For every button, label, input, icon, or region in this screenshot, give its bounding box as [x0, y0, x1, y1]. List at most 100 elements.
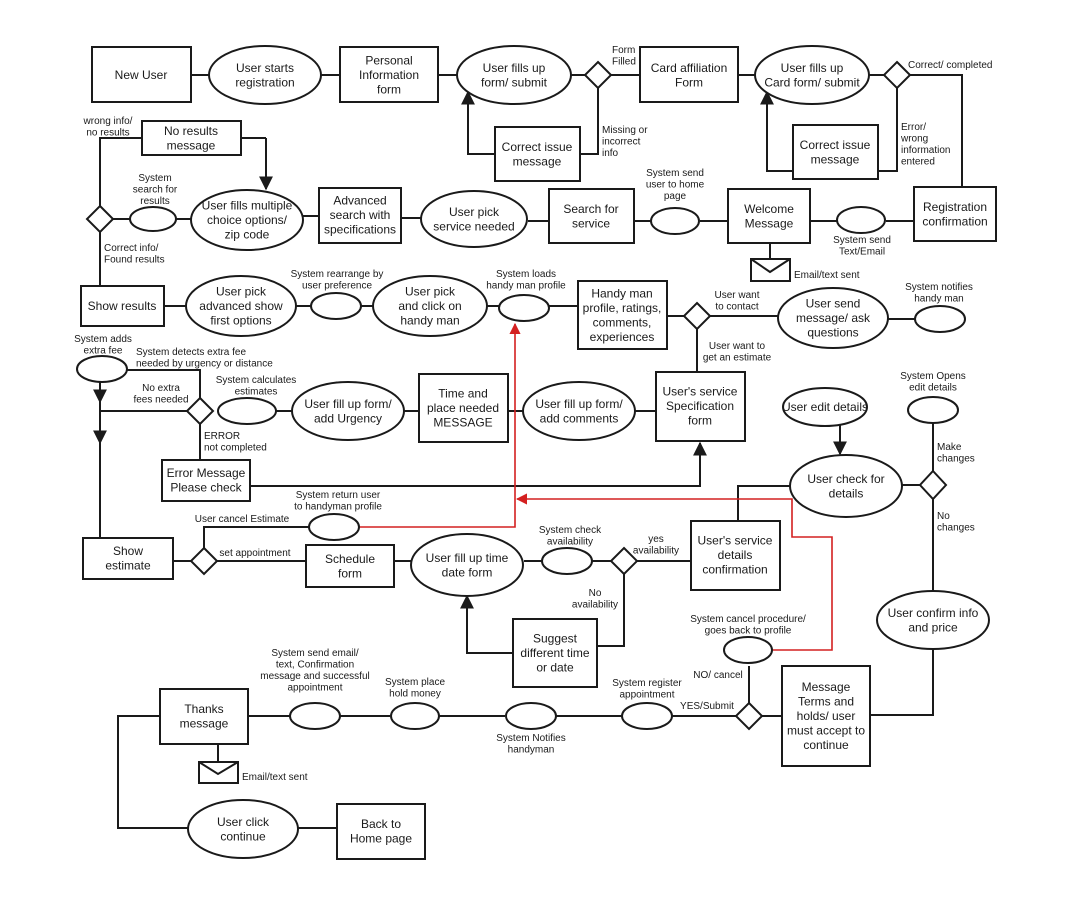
node-user-send-message — [777, 287, 889, 349]
label-set-appointment: set appointment — [219, 548, 290, 559]
connector-send-text-email — [836, 206, 886, 234]
edge-diamond2-regconf — [910, 74, 963, 187]
envelope-icon — [750, 258, 791, 282]
connector-place-hold — [390, 702, 440, 730]
node-back-home — [336, 803, 426, 860]
diamond-availability — [609, 546, 639, 576]
node-user-edit-details-label: User edit details — [782, 400, 868, 414]
node-user-check-details — [789, 454, 903, 518]
node-suggest-time-date — [512, 618, 598, 688]
node-user-fills-multiple — [190, 189, 304, 251]
label-email-text-sent-1: Email/text sent — [794, 270, 860, 281]
label-no-cancel: NO/ cancel — [693, 670, 742, 681]
diamond-search-results — [85, 204, 115, 234]
node-user-pick-service — [420, 190, 528, 248]
connector-notifies-handyman-2 — [505, 702, 557, 730]
node-show-estimate — [82, 537, 174, 580]
node-time-place-message — [418, 373, 509, 443]
connector-send-home — [650, 207, 700, 235]
node-user-fill-comments-label: User fill up form/add comments — [535, 397, 623, 426]
node-handyman-profile — [577, 280, 668, 350]
node-new-user-label: New User — [115, 68, 168, 82]
node-user-pick-handyman — [372, 275, 488, 337]
diamond-card-check — [882, 60, 912, 90]
node-user-starts-registration — [208, 45, 322, 105]
node-search-for-service — [548, 188, 635, 244]
label-system-cancel-procedure: System cancel procedure/goes back to pro… — [690, 614, 806, 637]
return-connectors — [359, 322, 833, 651]
connector-send-email — [289, 702, 341, 730]
connector-rearrange — [310, 292, 362, 320]
edge-confirminfo-msgterms — [870, 648, 934, 716]
label-user-cancel-estimate: User cancel Estimate — [195, 514, 290, 525]
node-registration-confirmation — [913, 186, 997, 242]
edge-diamond8-suggest — [597, 574, 625, 647]
connector-cancel-procedure — [723, 636, 773, 664]
node-show-results — [80, 285, 165, 327]
node-user-confirm-info — [876, 590, 990, 650]
connector-check-availability — [541, 547, 593, 575]
node-schedule-form — [305, 544, 395, 588]
node-no-results-message — [141, 120, 242, 156]
edge-correct1-fillsform — [461, 90, 495, 155]
connector-notifies-handyman — [914, 305, 966, 333]
node-new-user — [91, 46, 192, 103]
node-correct-issue-1 — [494, 126, 581, 182]
edge-diamond3-noresults — [99, 137, 142, 206]
node-card-affiliation-form — [639, 46, 739, 103]
node-correct-issue-2 — [792, 124, 879, 180]
node-user-fill-urgency-label: User fill up form/add Urgency — [304, 397, 392, 426]
node-user-edit-details — [782, 387, 868, 427]
connector-calculates — [217, 397, 277, 425]
node-service-details-confirmation — [690, 520, 781, 591]
node-thanks-message — [159, 688, 249, 745]
connector-return-user — [308, 513, 360, 541]
label-wrong-info-no-results: wrong info/no results — [83, 116, 133, 139]
edge-diamond5-fee — [127, 369, 201, 398]
edge-diamond1-correct1 — [580, 88, 599, 155]
connector-register-appointment — [621, 702, 673, 730]
diamond-contact-estimate — [682, 301, 712, 331]
connector-system-search — [129, 206, 177, 232]
